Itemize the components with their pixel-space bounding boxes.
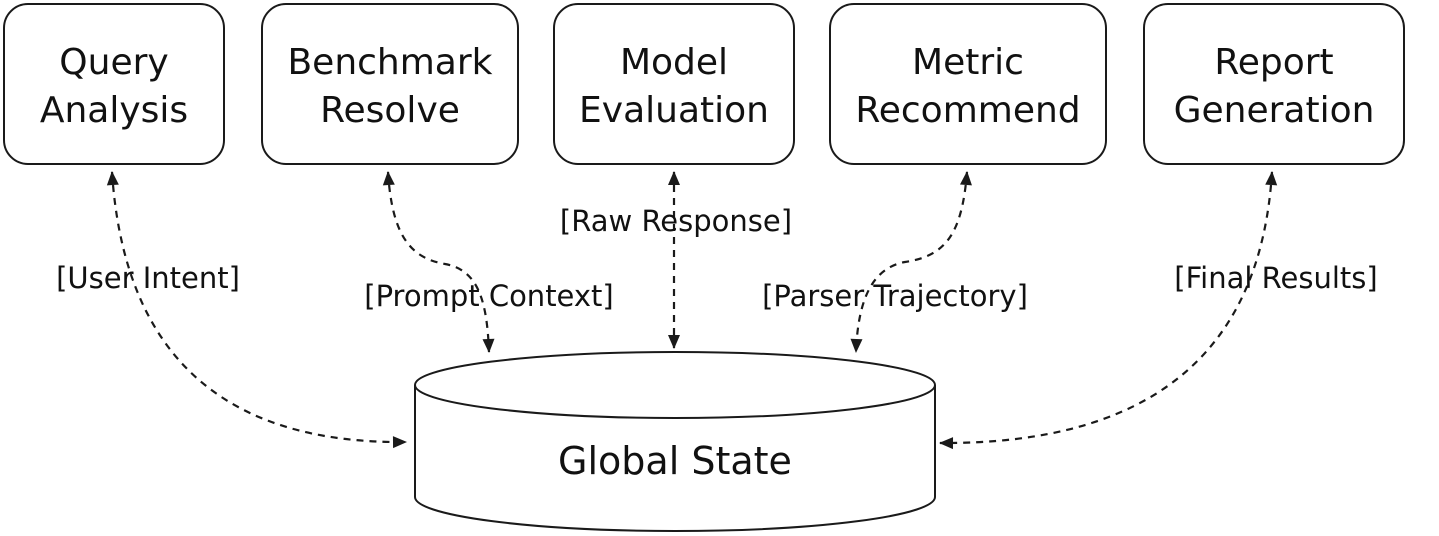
edge-label-final-results: [Final Results] [1174,261,1377,295]
edge-user-intent [106,171,407,449]
node-model-evaluation-box [553,3,795,165]
node-label: Evaluation [579,90,769,131]
node-metric-recommend-box [829,3,1107,165]
edge-labels-group: [User Intent] [Prompt Context] [Raw Resp… [56,204,1378,313]
edge-label-raw-response: [Raw Response] [560,204,792,238]
edge-label-parser-trajectory: [Parser Trajectory] [762,279,1028,313]
node-report-generation-box [1143,3,1405,165]
edge-final-results [939,171,1278,450]
node-label: Model [620,42,728,83]
edge-label-user-intent: [User Intent] [56,261,240,295]
edge-prompt-context [382,171,495,353]
datastore-label: Global State [558,439,792,483]
node-label: Analysis [40,90,188,131]
datastore-global-state: Global State [414,351,936,532]
node-metric-recommend: Metric Recommend [829,3,1107,165]
node-report-generation: Report Generation [1143,3,1405,165]
cylinder-body [414,385,936,532]
edge-label-prompt-context: [Prompt Context] [364,279,614,313]
node-label: Metric [912,42,1024,83]
node-label: Generation [1174,90,1375,131]
node-label: Query [59,42,168,83]
node-model-evaluation: Model Evaluation [553,3,795,165]
node-benchmark-resolve: Benchmark Resolve [261,3,519,165]
node-query-analysis-box [3,3,225,165]
node-label: Recommend [855,90,1080,131]
node-label: Benchmark [287,42,492,83]
node-label: Resolve [320,90,460,131]
edge-parser-trajectory [850,171,972,353]
node-label: Report [1214,42,1333,83]
nodes-group: Query Analysis Benchmark Resolve Model E… [3,3,1405,165]
cylinder-top [414,351,936,419]
edges-group [106,171,1278,450]
node-benchmark-resolve-box [261,3,519,165]
node-query-analysis: Query Analysis [3,3,225,165]
